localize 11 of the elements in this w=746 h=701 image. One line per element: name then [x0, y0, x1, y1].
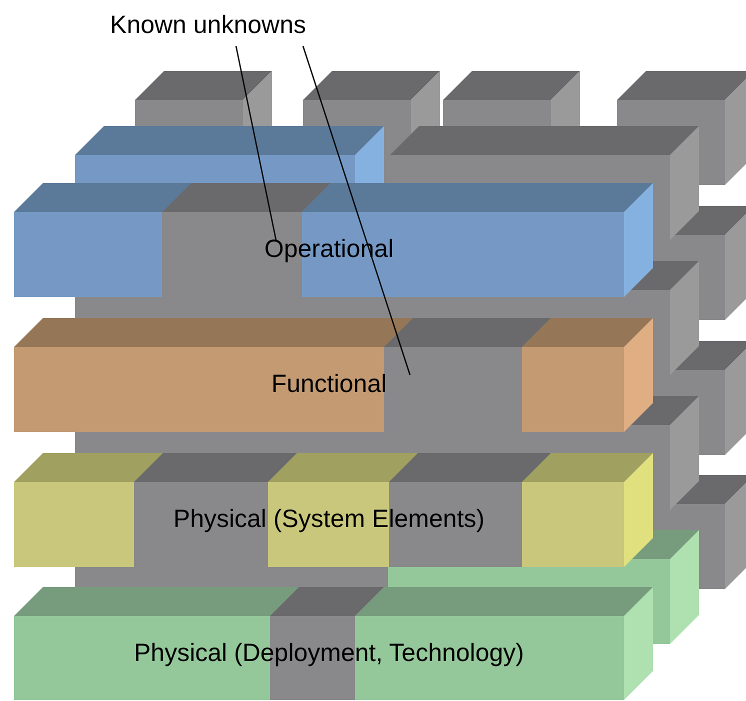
leader-line: [235, 46, 277, 240]
callout-label: Known unknowns: [110, 10, 306, 41]
layer-block: [14, 212, 624, 297]
layer-label: Functional: [270, 369, 388, 400]
layer-label: Physical (System Elements): [172, 504, 486, 535]
layer-label: Physical (Deployment, Technology): [132, 638, 525, 669]
leader-line: [302, 46, 411, 376]
gap-block: [384, 347, 522, 432]
layer-block: [14, 482, 624, 567]
layer-block: [14, 616, 624, 700]
layer-block: [14, 347, 624, 432]
